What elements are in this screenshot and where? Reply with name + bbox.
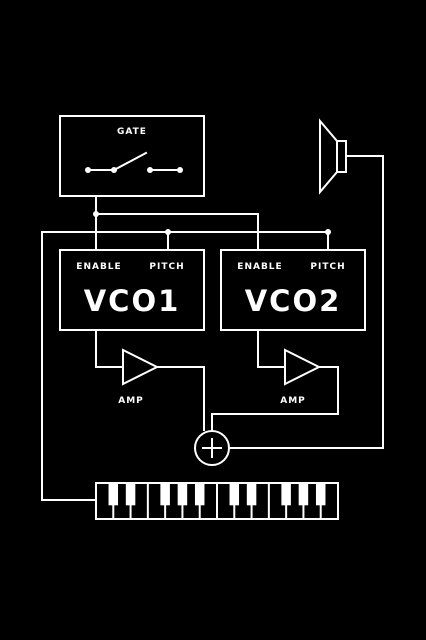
vco1-box <box>59 249 205 331</box>
amp1-to-mixer-wire <box>156 366 205 431</box>
amp1-triangle-icon <box>122 348 160 386</box>
gate-block: GATE <box>59 115 205 197</box>
gate-box <box>59 115 205 197</box>
mixer-to-speaker-wire <box>228 155 384 449</box>
amp1-label: AMP <box>118 396 144 406</box>
black-key <box>125 483 136 506</box>
black-key <box>177 483 188 506</box>
keyboard <box>95 482 339 520</box>
vco1-pitch-label: PITCH <box>149 262 184 272</box>
black-key <box>315 483 326 506</box>
pitch-wires <box>41 229 331 501</box>
black-key <box>108 483 119 506</box>
speaker-icon <box>319 118 347 195</box>
amp2-to-mixer-wire <box>211 366 339 431</box>
black-key <box>281 483 291 506</box>
vco1-block: ENABLE PITCH VCO1 <box>59 249 205 331</box>
amp2-block: AMP <box>211 329 339 431</box>
black-key <box>246 483 257 506</box>
plus-circle-icon <box>194 430 230 466</box>
black-key <box>194 483 205 506</box>
vco1-title: VCO1 <box>84 284 181 318</box>
black-key <box>229 483 240 506</box>
vco2-pitch-label: PITCH <box>310 262 345 272</box>
vco2-enable-label: ENABLE <box>237 262 282 272</box>
vco1-to-amp1-wire <box>95 329 124 368</box>
switch-icon <box>85 151 183 173</box>
vco2-box <box>220 249 366 331</box>
vco2-to-amp2-wire <box>257 329 286 368</box>
vco2-block: ENABLE PITCH VCO2 <box>220 249 366 331</box>
amp2-label: AMP <box>280 396 306 406</box>
black-key <box>160 483 170 506</box>
gate-label: GATE <box>117 127 147 137</box>
keyboard-keys <box>108 482 326 520</box>
vco2-title: VCO2 <box>245 284 342 318</box>
black-key <box>298 483 309 506</box>
amp1-block: AMP <box>95 329 205 431</box>
vco1-enable-label: ENABLE <box>76 262 121 272</box>
amp2-triangle-icon <box>284 348 322 386</box>
gate-wires <box>93 195 259 251</box>
